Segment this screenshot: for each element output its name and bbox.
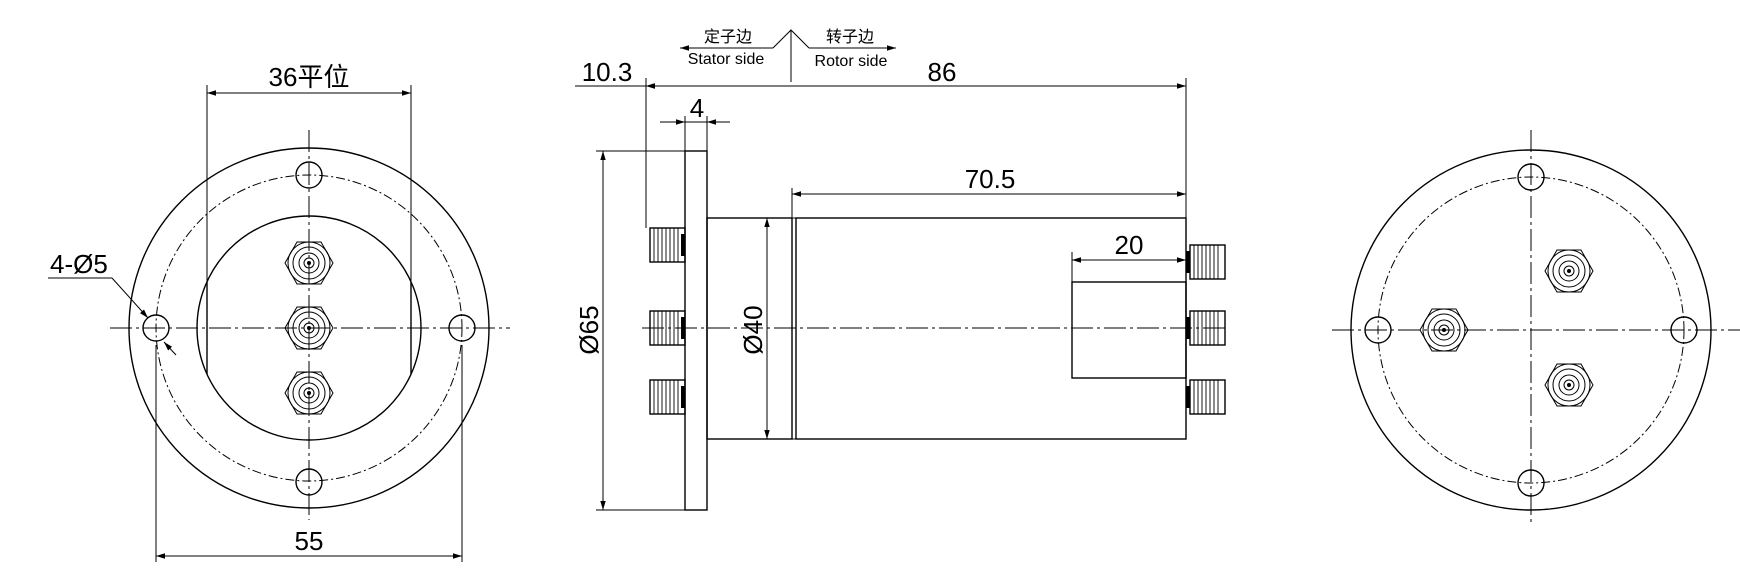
side-slot [1071, 281, 1187, 379]
dim-total-length: 86 [928, 57, 957, 87]
front-hole-top [295, 161, 323, 189]
front-hole-left [142, 314, 170, 342]
dim-body-diameter: Ø40 [738, 305, 768, 354]
rotor-label-en: Rotor side [815, 53, 888, 70]
dim-bolt-circle: 55 [295, 526, 324, 556]
dim-flange-offset: 10.3 [582, 57, 633, 87]
stator-label-en: Stator side [688, 51, 765, 68]
side-connector-left-middle [649, 310, 686, 346]
dim-holes: 4-Ø5 [50, 249, 108, 279]
side-flange [684, 150, 708, 511]
front-connector-bottom [284, 371, 334, 415]
front-view: 36平位 55 4-Ø5 [48, 62, 510, 562]
rear-connector-left [1419, 308, 1469, 352]
front-hole-right [448, 314, 476, 342]
side-view: 定子边 Stator side 转子边 Rotor side [574, 27, 1226, 511]
rear-view [1332, 130, 1740, 525]
rear-connector-top-right [1544, 249, 1594, 293]
rear-hole-left [1364, 316, 1392, 344]
front-hole-bottom [295, 468, 323, 496]
dim-flange-diameter: Ø65 [574, 305, 604, 354]
stator-label-cn: 定子边 [704, 27, 752, 46]
rear-hole-right [1670, 316, 1698, 344]
side-connector-left-top [649, 227, 686, 263]
side-connector-right-bottom [1186, 379, 1226, 415]
rear-hole-top [1517, 163, 1545, 191]
holes-leader [111, 277, 149, 319]
front-connector-top [284, 241, 334, 285]
rear-connector-bottom-right [1544, 363, 1594, 407]
side-connector-right-top [1186, 244, 1226, 280]
rear-hole-bottom [1517, 469, 1545, 497]
side-connector-left-bottom [649, 379, 686, 415]
dim-flange-thickness: 4 [690, 93, 704, 123]
dim-flat-width: 36平位 [269, 62, 350, 92]
side-connector-right-middle [1186, 310, 1226, 346]
dim-rotor-length: 70.5 [965, 164, 1016, 194]
dim-slot-length: 20 [1115, 230, 1144, 260]
rotor-label-cn: 转子边 [826, 27, 874, 46]
front-connector-middle [284, 306, 334, 350]
